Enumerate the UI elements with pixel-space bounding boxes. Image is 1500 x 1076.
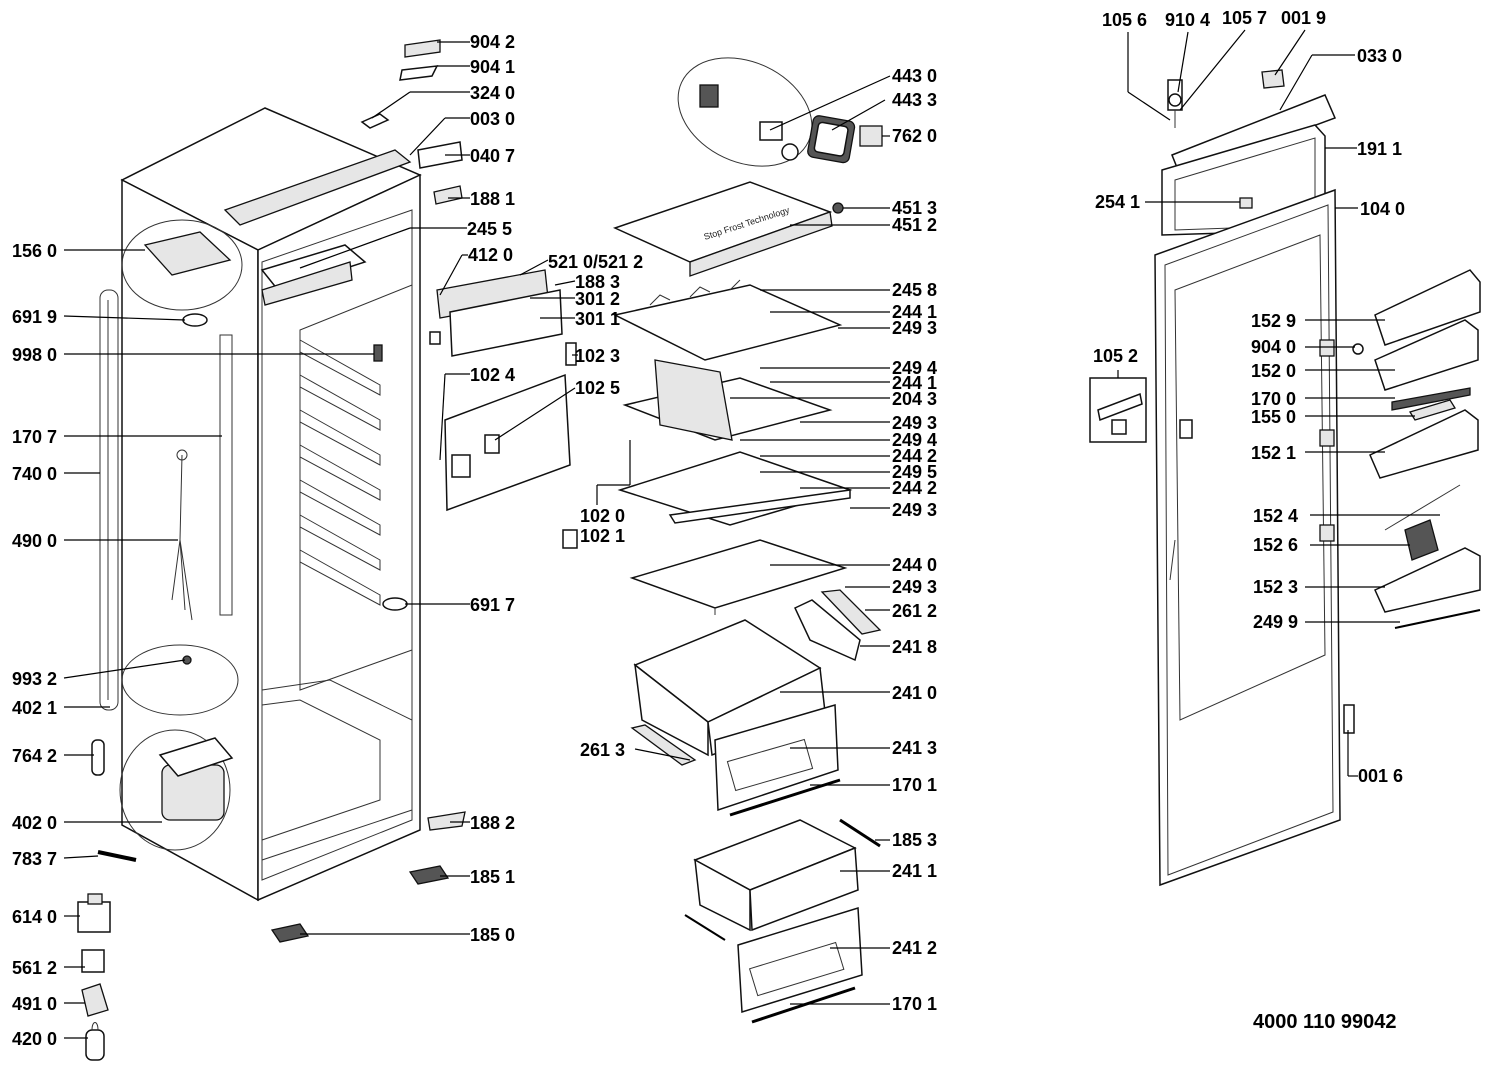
part-label: 244 1 [892, 373, 937, 393]
part-label: 245 5 [467, 219, 512, 239]
part-label: 910 4 [1165, 10, 1210, 30]
part-label: 156 0 [12, 241, 57, 261]
part-label: 152 4 [1253, 506, 1298, 526]
part-label: 191 1 [1357, 139, 1402, 159]
part-label: 261 2 [892, 601, 937, 621]
part-label: 249 4 [892, 358, 937, 378]
part-label: 152 9 [1251, 311, 1296, 331]
part-label: 249 3 [892, 413, 937, 433]
part-label: 740 0 [12, 464, 57, 484]
part-label: 102 3 [575, 346, 620, 366]
part-label: 105 2 [1093, 346, 1138, 366]
part-label: 402 0 [12, 813, 57, 833]
part-label: 152 3 [1253, 577, 1298, 597]
part-label: 170 1 [892, 775, 937, 795]
part-label: 261 3 [580, 740, 625, 760]
part-label: 040 7 [470, 146, 515, 166]
part-label: 561 2 [12, 958, 57, 978]
part-label: 185 0 [470, 925, 515, 945]
part-label: 412 0 [468, 245, 513, 265]
part-label: 102 0 [580, 506, 625, 526]
part-label: 998 0 [12, 345, 57, 365]
part-label: 102 5 [575, 378, 620, 398]
part-label: 170 0 [1251, 389, 1296, 409]
part-label: 033 0 [1357, 46, 1402, 66]
part-label: 993 2 [12, 669, 57, 689]
shelves-illustration: Stop Frost Technology [562, 57, 883, 1024]
door-illustration [1089, 69, 1481, 887]
part-label: 301 2 [575, 289, 620, 309]
part-label: 105 7 [1222, 8, 1267, 28]
part-label: 904 2 [470, 32, 515, 52]
part-label: 324 0 [470, 83, 515, 103]
part-label: 188 3 [575, 272, 620, 292]
part-label: 443 0 [892, 66, 937, 86]
part-label: 614 0 [12, 907, 57, 927]
part-label: 155 0 [1251, 407, 1296, 427]
part-label: 764 2 [12, 746, 57, 766]
part-label: 244 0 [892, 555, 937, 575]
part-label: 249 9 [1253, 612, 1298, 632]
small-parts-top [77, 39, 577, 1061]
part-label: 188 2 [470, 813, 515, 833]
part-label: 188 1 [470, 189, 515, 209]
part-label: 001 9 [1281, 8, 1326, 28]
part-label: 443 3 [892, 90, 937, 110]
part-label: 003 0 [470, 109, 515, 129]
part-label: 105 6 [1102, 10, 1147, 30]
part-label: 254 1 [1095, 192, 1140, 212]
part-label: 204 3 [892, 389, 937, 409]
part-label: 301 1 [575, 309, 620, 329]
part-label: 152 6 [1253, 535, 1298, 555]
leader-lines [63, 29, 1440, 1039]
part-label: 241 8 [892, 637, 937, 657]
part-label: 904 1 [470, 57, 515, 77]
part-label: 245 8 [892, 280, 937, 300]
part-labels: 904 2 904 1 324 0 003 0 040 7 188 1 245 … [12, 8, 1405, 1049]
part-label: 152 0 [1251, 361, 1296, 381]
part-label: 241 1 [892, 861, 937, 881]
part-label: 152 1 [1251, 443, 1296, 463]
part-label: 402 1 [12, 698, 57, 718]
part-label: 170 1 [892, 994, 937, 1014]
part-label: 249 3 [892, 318, 937, 338]
part-label: 420 0 [12, 1029, 57, 1049]
part-label: 244 2 [892, 446, 937, 466]
part-label: 451 3 [892, 198, 937, 218]
part-label: 691 9 [12, 307, 57, 327]
part-label: 104 0 [1360, 199, 1405, 219]
part-label: 249 3 [892, 500, 937, 520]
part-label: 170 7 [12, 427, 57, 447]
cabinet-illustration [91, 107, 422, 902]
part-label: 001 6 [1358, 766, 1403, 786]
part-label: 249 3 [892, 577, 937, 597]
part-label: 249 5 [892, 462, 937, 482]
part-label: 491 0 [12, 994, 57, 1014]
part-label: 521 0/521 2 [548, 252, 643, 272]
part-label: 762 0 [892, 126, 937, 146]
part-label: 451 2 [892, 215, 937, 235]
document-number: 4000 110 99042 [1253, 1011, 1397, 1033]
part-label: 490 0 [12, 531, 57, 551]
part-label: 185 1 [470, 867, 515, 887]
part-label: 102 1 [580, 526, 625, 546]
part-label: 241 3 [892, 738, 937, 758]
part-label: 241 2 [892, 938, 937, 958]
part-label: 691 7 [470, 595, 515, 615]
part-label: 244 1 [892, 302, 937, 322]
part-label: 244 2 [892, 478, 937, 498]
part-label: 241 0 [892, 683, 937, 703]
part-label: 102 4 [470, 365, 515, 385]
part-label: 185 3 [892, 830, 937, 850]
part-label: 249 4 [892, 430, 937, 450]
part-label: 783 7 [12, 849, 57, 869]
part-label: 904 0 [1251, 337, 1296, 357]
